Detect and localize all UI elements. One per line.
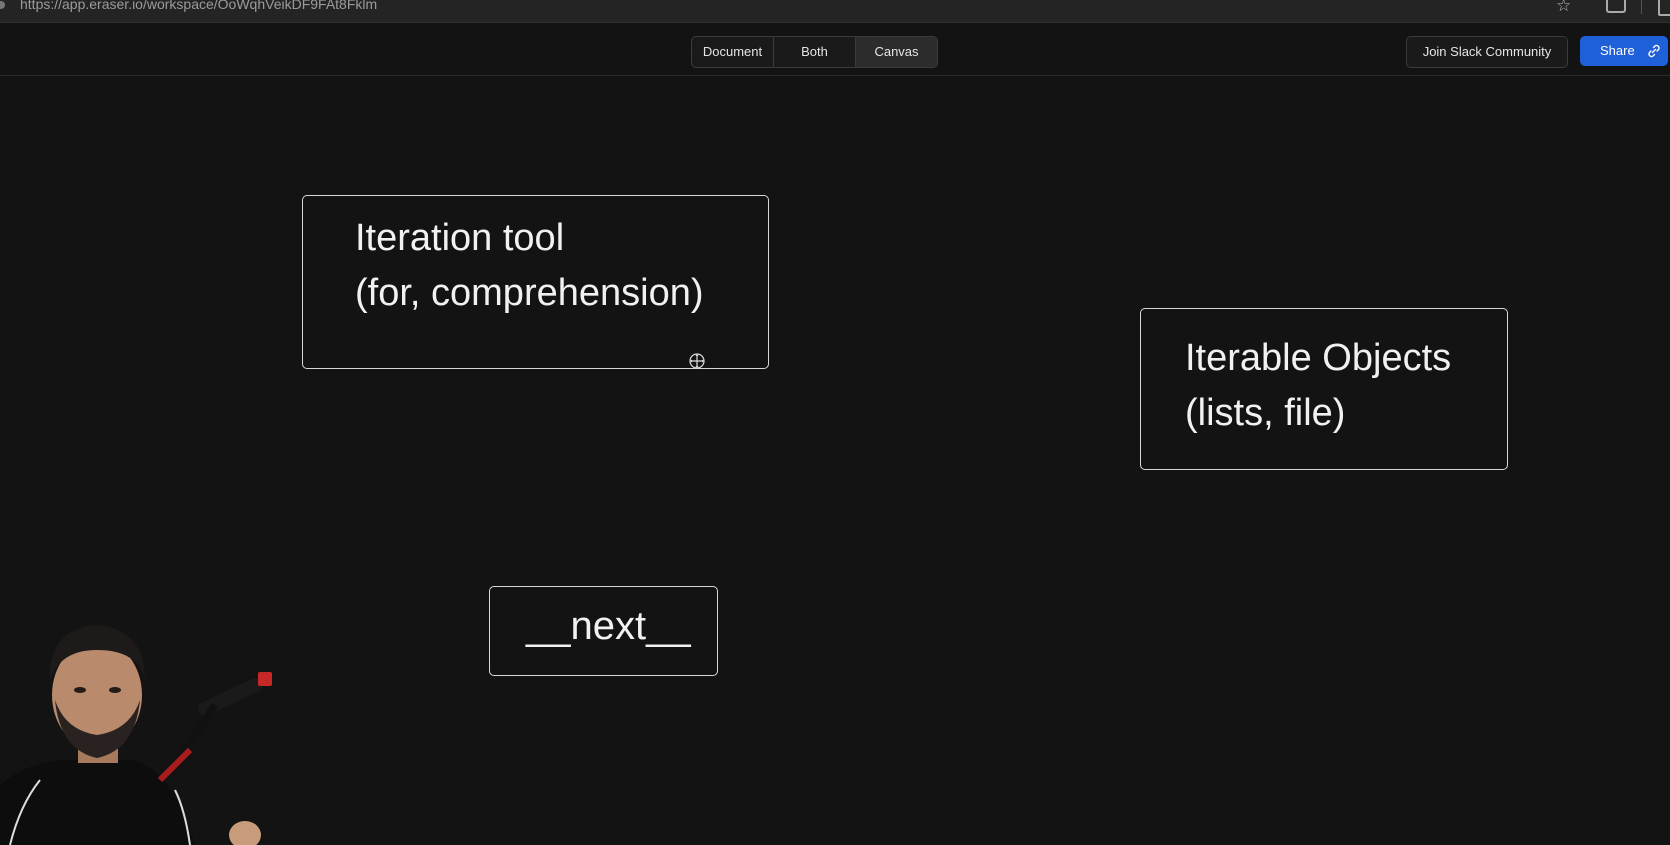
star-icon[interactable]: ☆ — [1556, 0, 1572, 15]
node-iterable-objects[interactable]: Iterable Objects (lists, file) — [1140, 308, 1508, 470]
join-slack-button[interactable]: Join Slack Community — [1406, 36, 1568, 68]
move-cursor-icon — [689, 353, 705, 369]
app-toolbar: Document Both Canvas Join Slack Communit… — [0, 23, 1670, 76]
node-iteration-tool[interactable]: Iteration tool (for, comprehension) — [302, 195, 769, 369]
node-iteration-tool-label: Iteration tool (for, comprehension) — [355, 217, 704, 314]
share-button[interactable]: Share — [1580, 36, 1668, 66]
share-label: Share — [1600, 43, 1635, 58]
url-field[interactable]: https://app.eraser.io/workspace/OoWqhVei… — [20, 0, 378, 12]
view-document-button[interactable]: Document — [692, 37, 774, 67]
side-panel-icon[interactable] — [1658, 0, 1670, 16]
node-iterable-objects-label: Iterable Objects (lists, file) — [1185, 337, 1452, 434]
presenter-webcam-overlay — [0, 625, 272, 845]
view-both-button[interactable]: Both — [774, 37, 856, 67]
node-next-label: __next__ — [526, 604, 691, 648]
view-mode-toggle: Document Both Canvas — [691, 36, 938, 68]
link-icon — [1648, 44, 1660, 58]
node-next[interactable]: __next__ — [489, 586, 718, 676]
site-info-icon[interactable] — [0, 1, 5, 9]
browser-address-bar: https://app.eraser.io/workspace/OoWqhVei… — [0, 0, 1670, 23]
diagram-canvas[interactable]: Iteration tool (for, comprehension) Iter… — [0, 76, 1670, 845]
extensions-icon[interactable] — [1606, 0, 1626, 13]
toolbar-divider — [1641, 0, 1642, 14]
view-canvas-button[interactable]: Canvas — [856, 37, 937, 67]
